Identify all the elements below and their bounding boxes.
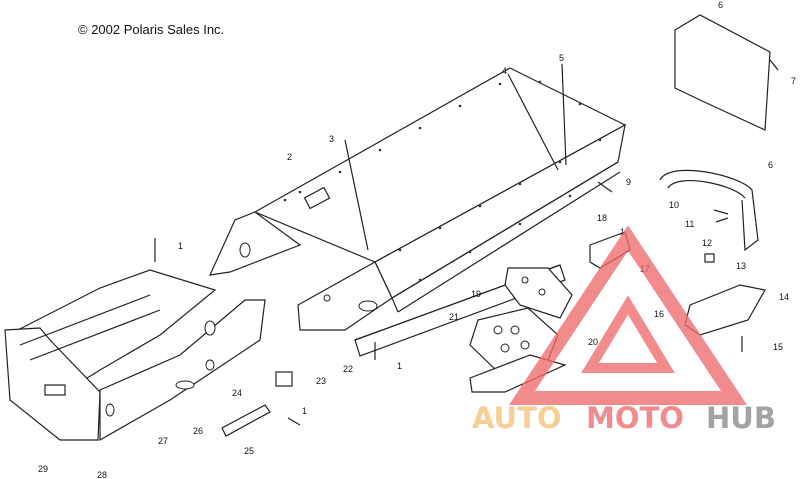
- callout-1d: 1: [302, 406, 307, 416]
- watermark-triangle-logo: [508, 225, 748, 405]
- callout-28: 28: [97, 470, 107, 479]
- tunnel-rivets: [283, 80, 602, 282]
- callout-15: 15: [773, 342, 783, 352]
- callout-26: 26: [193, 426, 203, 436]
- callout-5: 5: [559, 53, 564, 63]
- callout-1a: 1: [178, 241, 183, 251]
- callout-7: 7: [791, 76, 796, 86]
- front-bulkhead: [4, 269, 266, 442]
- plate-25: [221, 404, 271, 437]
- callout-19: 19: [471, 289, 481, 299]
- callout-10: 10: [669, 200, 679, 210]
- snowflap-6: [674, 14, 771, 131]
- callout-23: 23: [316, 376, 326, 386]
- callout-24: 24: [232, 388, 242, 398]
- callout-6b: 6: [768, 160, 773, 170]
- callout-27: 27: [158, 436, 168, 446]
- callout-6a: 6: [718, 0, 723, 10]
- callout-4: 4: [502, 66, 507, 76]
- tunnel-body: [208, 67, 627, 331]
- callout-16: 16: [654, 309, 664, 319]
- leader-lines: [154, 59, 779, 426]
- callout-14: 14: [779, 292, 789, 302]
- callout-1b: 1: [397, 361, 402, 371]
- callout-2: 2: [287, 152, 292, 162]
- callout-12: 12: [702, 238, 712, 248]
- watermark-text-hub: HUB: [706, 401, 776, 435]
- bracket-19: [504, 267, 573, 319]
- callout-18: 18: [597, 213, 607, 223]
- callout-labels: 1 1 1 1 2 3 4 5 6 6 7 9 10 11 12 13 14 1…: [38, 0, 796, 479]
- callout-22: 22: [343, 364, 353, 374]
- callout-21: 21: [449, 312, 459, 322]
- small-part-13: [704, 253, 715, 263]
- callout-9: 9: [626, 177, 631, 187]
- callout-20: 20: [588, 337, 598, 347]
- callout-25: 25: [244, 446, 254, 456]
- guard-14: [684, 284, 766, 336]
- watermark-text-moto: MOTO: [586, 401, 684, 435]
- automotohub-watermark: AUTO MOTO HUB: [472, 225, 776, 435]
- watermark-text-auto: AUTO: [472, 401, 562, 435]
- copyright-text: © 2002 Polaris Sales Inc.: [78, 22, 225, 37]
- callout-29: 29: [38, 464, 48, 474]
- bumper-8: [659, 169, 759, 252]
- callout-3: 3: [329, 134, 334, 144]
- callout-1c: 1: [620, 227, 625, 237]
- callout-11: 11: [685, 219, 694, 229]
- callout-13: 13: [736, 261, 746, 271]
- block-23: [275, 371, 293, 387]
